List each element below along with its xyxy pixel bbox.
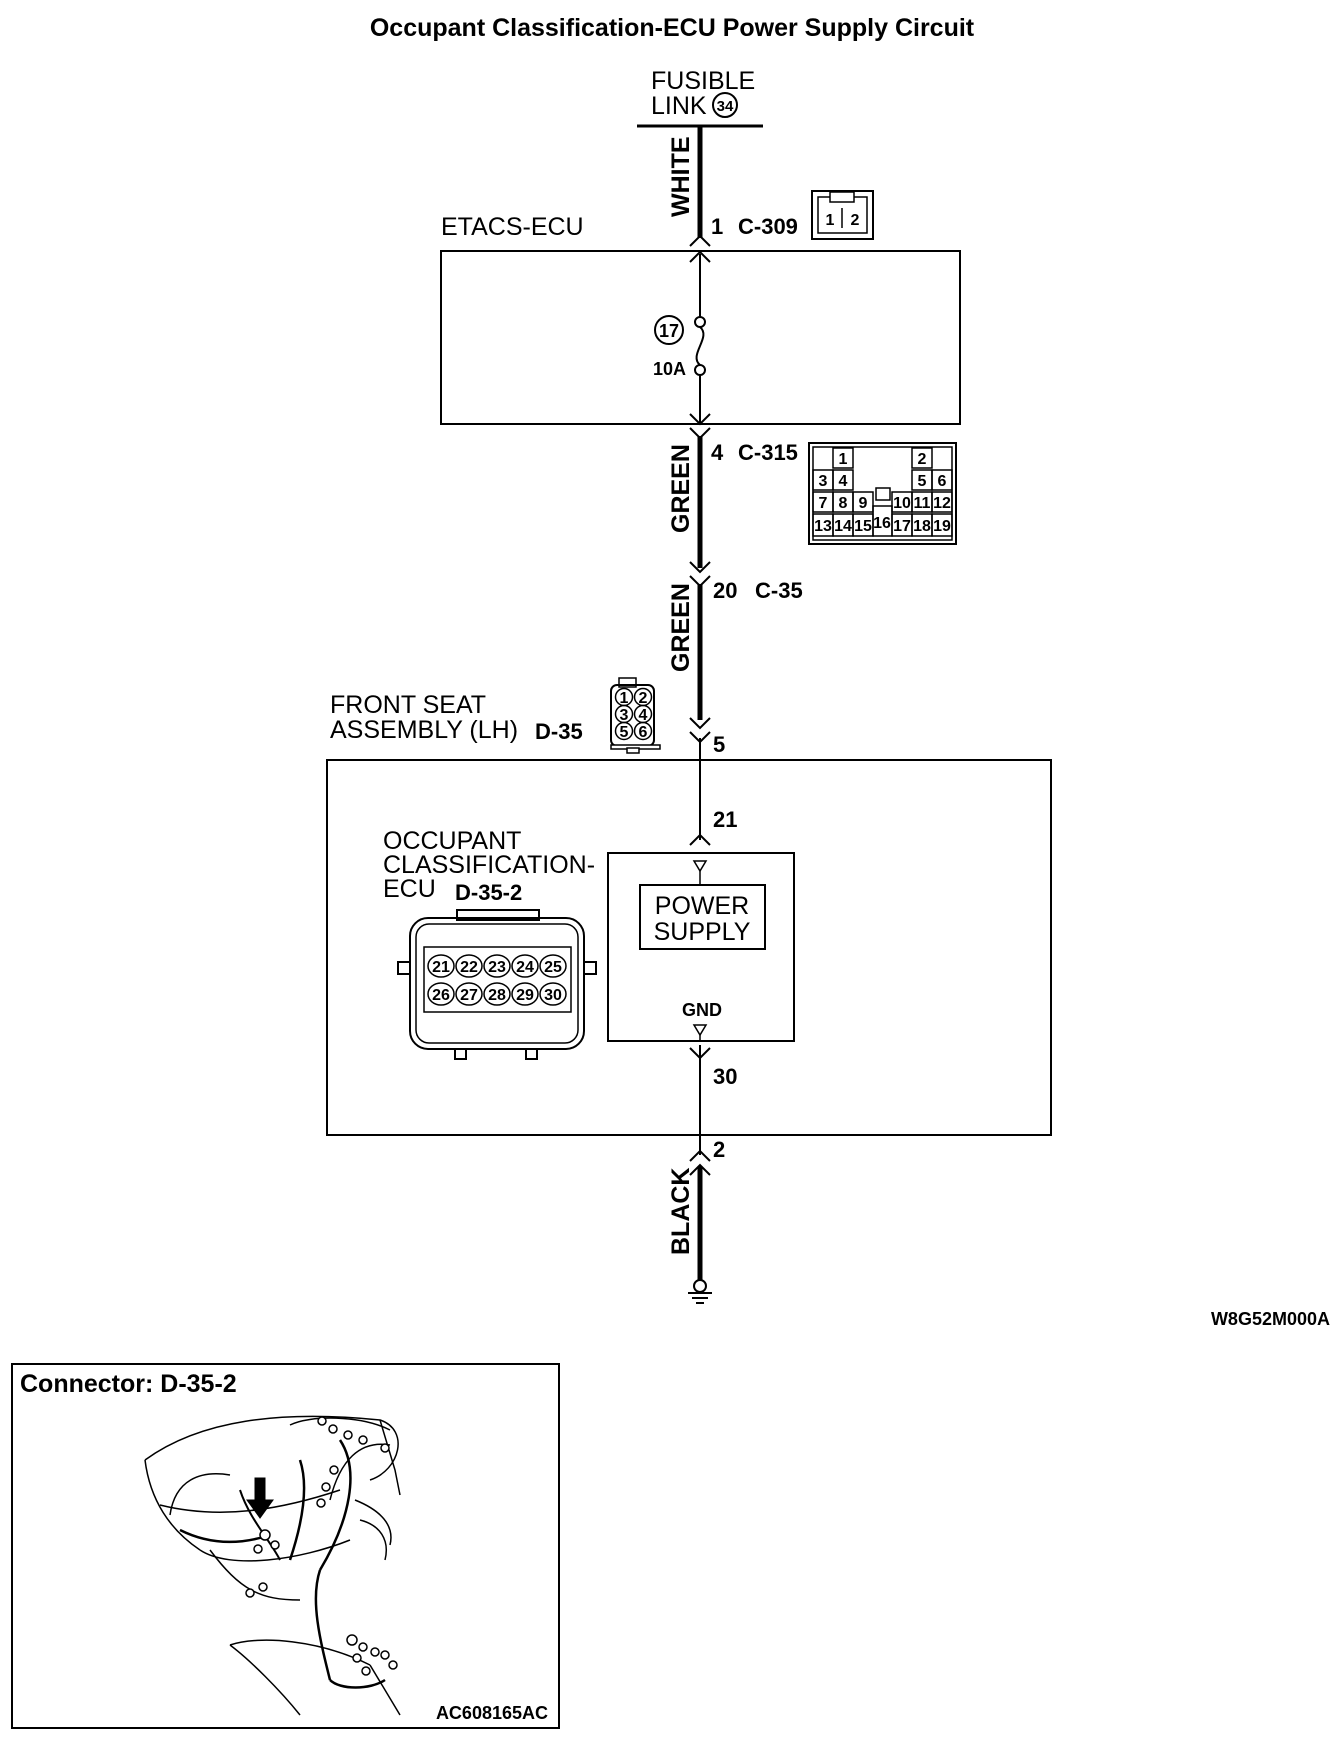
c315-cell: 19 [933, 518, 951, 535]
d35-2-pin: 29 [516, 987, 534, 1004]
c315-cell: 11 [914, 495, 931, 512]
wire-label-white: WHITE [667, 136, 695, 217]
c315-cell: 13 [814, 518, 832, 535]
d35-2-pin: 25 [544, 959, 562, 976]
seat-label: FRONT SEAT [330, 691, 486, 719]
c315-cell: 2 [918, 451, 927, 468]
fusible-link-number-badge: 34 [712, 92, 738, 118]
c315-cell: 3 [819, 473, 828, 490]
chevron-c35 [689, 561, 711, 588]
d35-cell: 4 [639, 707, 648, 724]
c315-cell-labels: 1 2 3 4 5 6 7 8 9 10 11 12 13 14 15 16 1… [814, 451, 951, 535]
d35-cell: 1 [620, 690, 629, 707]
fusible-link-label-2: LINK [651, 92, 707, 120]
c35-connector: C-35 [755, 578, 803, 603]
c315-cell: 15 [854, 518, 872, 535]
d35-cell-labels: 1 2 3 4 5 6 [620, 690, 648, 741]
chevron-ecu-30 [689, 1047, 711, 1060]
location-arrow-icon [246, 1477, 274, 1519]
harness-connector-dots [245, 1416, 398, 1676]
c315-cell: 18 [913, 518, 931, 535]
d35-2-pin: 22 [460, 959, 478, 976]
c315-connector-icon [808, 442, 957, 545]
d35-2-pin: 28 [488, 987, 506, 1004]
c309-cell: 2 [851, 212, 860, 229]
d35-2-pin-labels: 21 22 23 24 25 26 27 28 29 30 [432, 959, 562, 1004]
etacs-in-pin: 1 [711, 214, 723, 239]
power-terminal-icon [692, 860, 708, 885]
d35-cell: 3 [620, 707, 629, 724]
d35-2-connector-icon [397, 909, 597, 1060]
c315-cell: 1 [839, 451, 848, 468]
d35-2-pin: 26 [432, 987, 450, 1004]
c315-cell: 6 [938, 473, 947, 490]
gnd-label: GND [682, 1000, 722, 1020]
wire-label-black: BLACK [667, 1168, 695, 1256]
d35-2-pin: 21 [432, 959, 450, 976]
seat-box [326, 759, 1052, 1136]
diagram-title: Occupant Classification-ECU Power Supply… [370, 14, 975, 42]
c309-connector-icon: 1 2 [811, 190, 874, 240]
power-supply-label-2: SUPPLY [654, 918, 751, 946]
d35-cell: 2 [639, 690, 648, 707]
gnd-terminal-icon [692, 1024, 708, 1041]
chevron-d35-out [689, 1149, 711, 1176]
ecu-label-3: ECU [383, 875, 436, 903]
fusible-link-number: 34 [717, 98, 734, 115]
inset-title: Connector: D-35-2 [20, 1370, 237, 1398]
chevron-d35-in [689, 717, 711, 744]
c315-cell: 10 [893, 495, 911, 512]
fuse-number-badge: 17 [654, 315, 684, 345]
d35-2-pin: 24 [516, 959, 534, 976]
etacs-out-pin: 4 [711, 440, 724, 465]
ecu-box [607, 852, 795, 1042]
power-supply-box [639, 884, 766, 950]
d35-cell: 6 [639, 724, 648, 741]
ecu-label: OCCUPANT [383, 827, 521, 855]
ground-icon [688, 1279, 712, 1304]
fuse-rating: 10A [653, 359, 686, 379]
d35-2-pin: 30 [544, 987, 562, 1004]
c315-cell: 7 [819, 495, 828, 512]
c309-cell: 1 [826, 212, 835, 229]
d35-2-pin: 23 [488, 959, 506, 976]
ecu-pin-in: 21 [713, 807, 737, 832]
seat-label-2: ASSEMBLY (LH) [330, 716, 518, 744]
etacs-in-connector: C-309 [738, 214, 798, 239]
chevron-ecu-21 [689, 833, 711, 846]
c315-cell: 16 [873, 515, 891, 532]
ecu-pin-out: 30 [713, 1064, 737, 1089]
c315-cell: 17 [893, 518, 911, 535]
seat-pin-in: 5 [713, 732, 725, 757]
figure-code: W8G52M000A [1211, 1309, 1330, 1329]
d35-2-pin: 27 [460, 987, 478, 1004]
etacs-out-connector: C-315 [738, 440, 798, 465]
d35-cell: 5 [620, 724, 629, 741]
c315-cell: 12 [933, 495, 951, 512]
fuse-number: 17 [659, 321, 679, 341]
c315-cell: 14 [834, 518, 852, 535]
c315-cell: 9 [859, 495, 868, 512]
c315-cell: 8 [839, 495, 848, 512]
wire-label-green-1: GREEN [667, 444, 695, 533]
fuse-symbol [694, 316, 706, 376]
c35-pin: 20 [713, 578, 737, 603]
seat-pin-out: 2 [713, 1137, 725, 1162]
c315-cell: 4 [839, 473, 848, 490]
c315-cell: 5 [918, 473, 927, 490]
inset-frame [11, 1363, 560, 1729]
seat-connector: D-35 [535, 719, 583, 744]
ecu-label-2: CLASSIFICATION- [383, 851, 595, 879]
fusible-link-label: FUSIBLE [651, 67, 755, 95]
etacs-box [440, 250, 961, 425]
etacs-label: ETACS-ECU [441, 213, 584, 241]
d35-connector-icon [610, 677, 661, 754]
ecu-connector: D-35-2 [455, 880, 522, 905]
inset-code: AC608165AC [436, 1703, 548, 1723]
wire-label-green-2: GREEN [667, 583, 695, 672]
power-supply-label: POWER [655, 892, 749, 920]
